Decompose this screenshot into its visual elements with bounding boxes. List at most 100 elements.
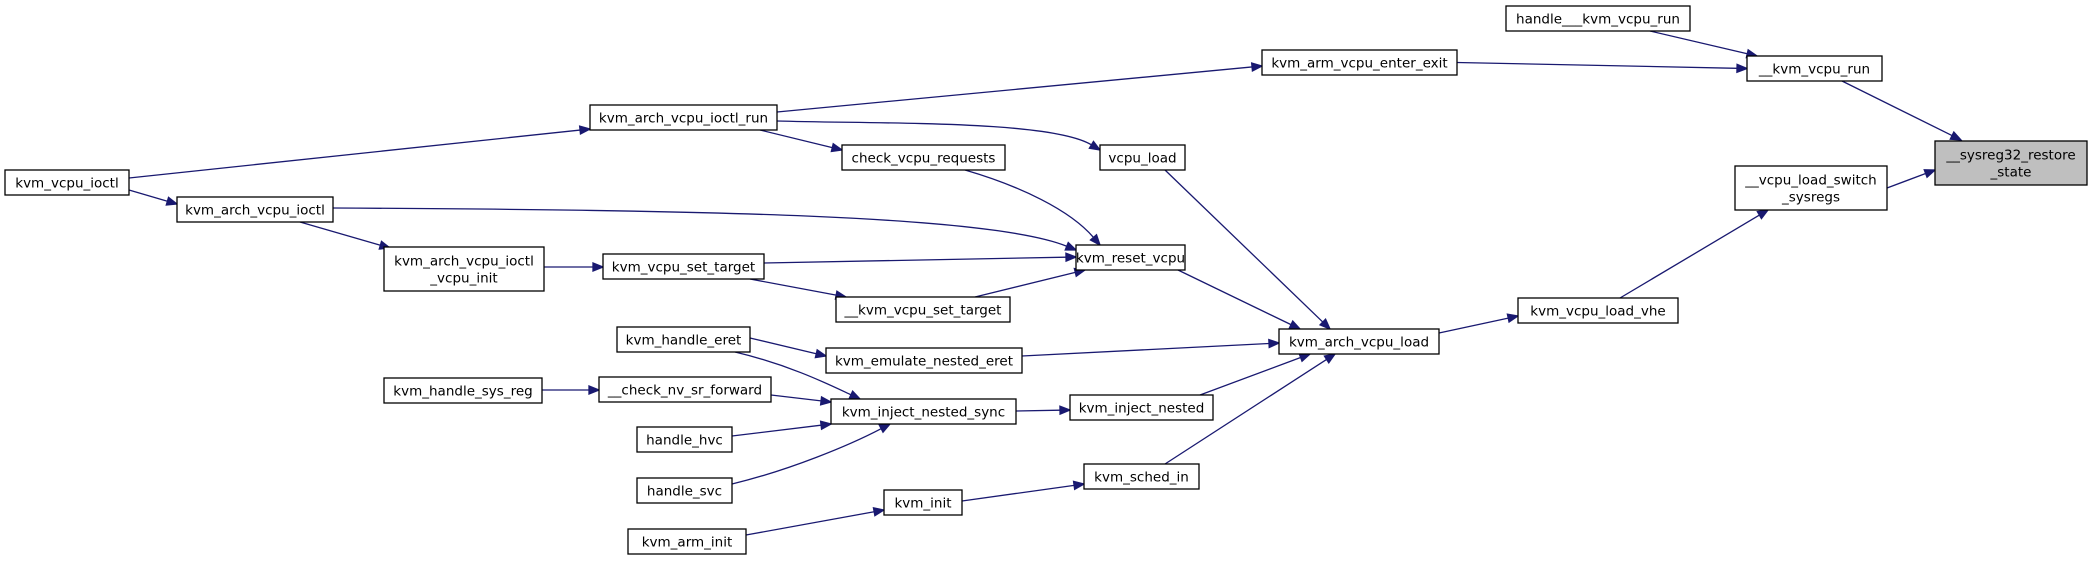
edge-line (974, 271, 1076, 298)
node-label: kvm_inject_nested (1079, 401, 1205, 417)
edge-line (961, 484, 1075, 502)
node-reset_vcpu[interactable]: kvm_reset_vcpu (1075, 244, 1186, 271)
edge-inject_nested-to-arch_load (1199, 353, 1312, 396)
arrowhead (1064, 241, 1078, 251)
node-box (598, 376, 772, 403)
edge-vcpu_ioctl-to-arch_ioctl (128, 189, 179, 206)
edge-line (749, 337, 817, 355)
edge-arch_ioctl-to-ioctl_init (299, 221, 392, 250)
edge-handle_vcpu_run-to-vcpu_run (1649, 30, 1759, 59)
node-label: kvm_arch_vcpu_ioctl_run (599, 111, 768, 127)
node-box (1734, 165, 1888, 211)
node-vcpu_run[interactable]: __kvm_vcpu_run (1746, 55, 1883, 82)
edge-line (1015, 409, 1061, 412)
node-arch_ioctl[interactable]: kvm_arch_vcpu_ioctl (176, 196, 334, 223)
node-label: __kvm_vcpu_set_target (844, 303, 1002, 319)
node-box (1083, 463, 1200, 490)
node-label: kvm_vcpu_set_target (612, 260, 755, 276)
arrowhead (1059, 405, 1072, 416)
node-handle_hvc[interactable]: handle_hvc (636, 426, 733, 453)
node-label: __sysreg32_restore (1945, 148, 2075, 164)
arrowhead (1298, 353, 1312, 363)
edge-ioctl_run-to-enter_exit (776, 62, 1264, 113)
node-box (616, 326, 751, 353)
edge-arm_init-to-kvm_init (745, 507, 886, 536)
node-sysreg32[interactable]: __sysreg32_restore_state (1934, 140, 2088, 186)
node-label: kvm_arm_init (642, 535, 733, 551)
node-box (1746, 55, 1883, 82)
node-ioctl_run[interactable]: kvm_arch_vcpu_ioctl_run (589, 104, 778, 131)
node-label: handle_hvc (646, 433, 723, 449)
arrowhead (1065, 252, 1078, 263)
edge-line (731, 424, 822, 437)
node-emulate_eret[interactable]: kvm_emulate_nested_eret (825, 347, 1023, 374)
edge-line (776, 66, 1253, 113)
arrowhead (1089, 233, 1102, 247)
edge-line (763, 256, 1067, 264)
node-load_vhe[interactable]: kvm_vcpu_load_vhe (1517, 297, 1679, 324)
arrowhead (819, 395, 833, 406)
node-enter_exit[interactable]: kvm_arm_vcpu_enter_exit (1261, 49, 1458, 76)
node-handle_vcpu_run[interactable]: handle___kvm_vcpu_run (1505, 5, 1691, 32)
node-box (589, 104, 778, 131)
node-label: handle___kvm_vcpu_run (1516, 12, 1680, 28)
node-label: kvm_handle_eret (626, 333, 742, 349)
node-vcpu_load[interactable]: vcpu_load (1099, 144, 1186, 171)
edge-line (734, 351, 852, 396)
edge-line (770, 394, 822, 402)
node-arm_init[interactable]: kvm_arm_init (627, 528, 747, 555)
edge-ioctl_run-to-check_req (759, 129, 844, 153)
node-box (627, 528, 747, 555)
node-vcpu_ioctl[interactable]: kvm_vcpu_ioctl (4, 169, 130, 196)
edge-enter_exit-to-vcpu_run (1456, 61, 1749, 74)
node-box (1517, 297, 1679, 324)
edge-layer (128, 30, 1963, 536)
arrowhead (872, 507, 886, 517)
node-ioctl_init[interactable]: kvm_arch_vcpu_ioctl_vcpu_init (383, 246, 545, 292)
arrowhead (578, 125, 592, 136)
node-handle_eret[interactable]: kvm_handle_eret (616, 326, 751, 353)
edge-handle_sys_reg-to-check_nv (542, 385, 601, 395)
edge-line (745, 511, 875, 536)
node-label: kvm_arm_vcpu_enter_exit (1271, 56, 1447, 72)
node-arch_load[interactable]: kvm_arch_vcpu_load (1278, 328, 1440, 355)
node-inject_sync[interactable]: kvm_inject_nested_sync (830, 398, 1017, 425)
node-check_req[interactable]: check_vcpu_requests (841, 144, 1006, 171)
node-set_target[interactable]: kvm_vcpu_set_target (602, 253, 765, 280)
edge-arch_load-to-load_vhe (1438, 313, 1520, 334)
node-box (1505, 5, 1691, 32)
edge-ioctl_run-to-vcpu_load (776, 120, 1102, 151)
edge-arch_ioctl-to-reset_vcpu (332, 207, 1078, 251)
arrowhead (1318, 318, 1332, 331)
node-sched_in[interactable]: kvm_sched_in (1083, 463, 1200, 490)
node-kvm_init[interactable]: kvm_init (883, 489, 963, 516)
edge-line (1456, 61, 1738, 69)
node-label: kvm_sched_in (1094, 470, 1189, 486)
edge-load_switch-to-sysreg32 (1886, 169, 1937, 189)
node-set_target2[interactable]: __kvm_vcpu_set_target (835, 296, 1011, 323)
edge-check_nv-to-inject_sync (770, 394, 833, 406)
node-box (835, 296, 1011, 323)
node-check_nv[interactable]: __check_nv_sr_forward (598, 376, 772, 403)
node-inject_nested[interactable]: kvm_inject_nested (1069, 394, 1214, 421)
edge-line (1199, 356, 1301, 396)
arrowhead (1756, 209, 1770, 220)
edge-line (1841, 80, 1953, 137)
arrowhead (1506, 313, 1520, 324)
edge-line (332, 207, 1067, 247)
node-handle_sys_reg[interactable]: kvm_handle_sys_reg (383, 377, 543, 404)
edge-line (1164, 169, 1324, 323)
node-load_switch[interactable]: __vcpu_load_switch_sysregs (1734, 165, 1888, 211)
node-handle_svc[interactable]: handle_svc (636, 477, 733, 504)
arrowhead (1250, 62, 1264, 72)
arrowhead (588, 385, 601, 395)
arrowhead (1323, 353, 1337, 364)
edge-handle_hvc-to-inject_sync (731, 420, 833, 437)
edge-line (1164, 358, 1327, 465)
node-label: kvm_arch_vcpu_ioctl (185, 203, 325, 219)
node-box (1099, 144, 1186, 171)
edge-line (749, 278, 837, 296)
edge-vcpu_load-to-arch_load (1164, 169, 1332, 331)
node-label: kvm_reset_vcpu (1076, 251, 1185, 267)
